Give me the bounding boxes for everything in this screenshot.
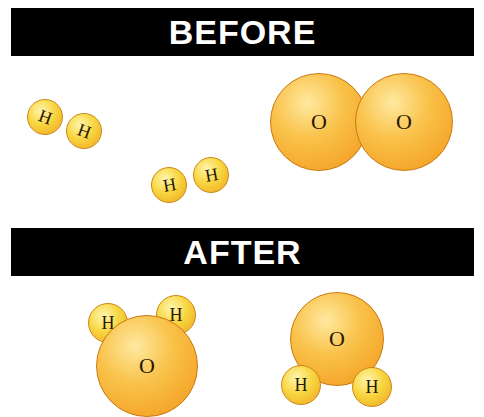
atom-symbol: H bbox=[161, 175, 177, 195]
atom-symbol: O bbox=[396, 111, 412, 133]
atom-symbol: O bbox=[329, 328, 345, 350]
oxygen-atom: O bbox=[96, 315, 198, 417]
atom-symbol: H bbox=[75, 120, 93, 141]
band-title: AFTER bbox=[183, 235, 301, 269]
oxygen-atom: O bbox=[355, 73, 453, 171]
atom-symbol: H bbox=[36, 106, 54, 127]
atom-symbol: H bbox=[203, 165, 219, 185]
hydrogen-atom: H bbox=[151, 167, 187, 203]
band-title: BEFORE bbox=[169, 15, 317, 49]
hydrogen-atom: H bbox=[352, 367, 392, 407]
hydrogen-atom: H bbox=[281, 365, 321, 405]
hydrogen-atom: H bbox=[193, 157, 229, 193]
atom-symbol: H bbox=[366, 378, 379, 396]
heading-band: BEFORE bbox=[11, 8, 474, 56]
atom-symbol: H bbox=[295, 376, 308, 394]
hydrogen-atom: H bbox=[27, 99, 63, 135]
atom-symbol: O bbox=[311, 111, 327, 133]
atom-symbol: O bbox=[139, 355, 155, 377]
oxygen-atom: O bbox=[270, 73, 368, 171]
heading-band: AFTER bbox=[11, 228, 474, 276]
hydrogen-atom: H bbox=[66, 113, 102, 149]
